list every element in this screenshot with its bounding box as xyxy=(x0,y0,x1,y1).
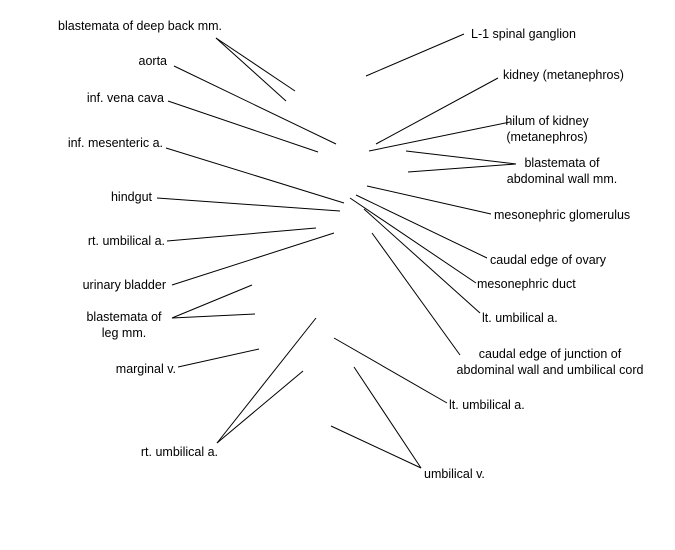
leader-hindgut xyxy=(156,197,341,212)
label-umbilical-v: umbilical v. xyxy=(424,467,485,481)
leader-abdominal-wall-1 xyxy=(405,150,517,165)
leader-hilum xyxy=(368,121,511,152)
leader-leg-mm-2 xyxy=(171,313,256,319)
leader-lt-umbilical-upper xyxy=(363,208,481,314)
leader-ivc xyxy=(167,100,319,153)
leader-l1-ganglion xyxy=(365,33,465,77)
leader-marginal-v xyxy=(177,348,260,368)
leader-abdominal-wall-2 xyxy=(407,163,517,173)
leader-umbilical-v-2 xyxy=(330,425,422,469)
leader-lt-umbilical-lower xyxy=(333,337,448,404)
label-kidney: kidney (metanephros) xyxy=(503,68,624,82)
leader-inf-mesenteric xyxy=(165,147,345,204)
label-caudal-edge-ovary: caudal edge of ovary xyxy=(490,253,607,267)
leader-umbilical-v-1 xyxy=(353,366,422,469)
label-aorta: aorta xyxy=(138,54,168,68)
label-urinary-bladder: urinary bladder xyxy=(82,278,166,292)
label-hindgut: hindgut xyxy=(110,190,152,204)
label-l1-spinal-ganglion: L-1 spinal ganglion xyxy=(471,27,576,41)
label-mesonephric-glomerulus: mesonephric glomerulus xyxy=(494,208,631,222)
label-rt-umbilical-a-lower: rt. umbilical a. xyxy=(140,445,218,459)
leader-caudal-junction xyxy=(371,232,461,356)
label-deep-back-mm: blastemata of deep back mm. xyxy=(58,19,222,33)
leader-deep-back-1 xyxy=(215,37,296,92)
leader-aorta xyxy=(173,65,337,145)
leader-mesonephric-glomerulus xyxy=(366,185,492,215)
label-inf-mesenteric-a: inf. mesenteric a. xyxy=(67,136,163,150)
label-blastemata-leg-mm: blastemata of leg mm. xyxy=(86,310,162,340)
label-caudal-edge-junction: caudal edge of junction of abdominal wal… xyxy=(456,347,644,377)
leader-mesonephric-duct xyxy=(349,197,477,284)
leader-rt-umbilical-upper xyxy=(166,227,317,242)
label-lt-umbilical-a-upper: lt. umbilical a. xyxy=(482,311,558,325)
label-inf-vena-cava: inf. vena cava xyxy=(86,91,164,105)
leader-rt-umbilical-lower-1 xyxy=(216,317,317,444)
leader-urinary-bladder xyxy=(171,232,335,286)
label-rt-umbilical-a-upper: rt. umbilical a. xyxy=(87,234,165,248)
label-hilum-of-kidney: hilum of kidney (metanephros) xyxy=(505,114,589,144)
label-mesonephric-duct: mesonephric duct xyxy=(477,277,576,291)
label-marginal-v: marginal v. xyxy=(115,362,176,376)
leader-deep-back-2 xyxy=(215,37,287,102)
leader-leg-mm-1 xyxy=(171,284,253,319)
leader-kidney xyxy=(375,77,499,145)
label-blastemata-abdominal-wall-mm: blastemata of abdominal wall mm. xyxy=(506,156,618,186)
leader-rt-umbilical-lower-2 xyxy=(216,370,304,444)
leader-caudal-ovary xyxy=(355,194,488,259)
label-lt-umbilical-a-lower: lt. umbilical a. xyxy=(449,398,525,412)
